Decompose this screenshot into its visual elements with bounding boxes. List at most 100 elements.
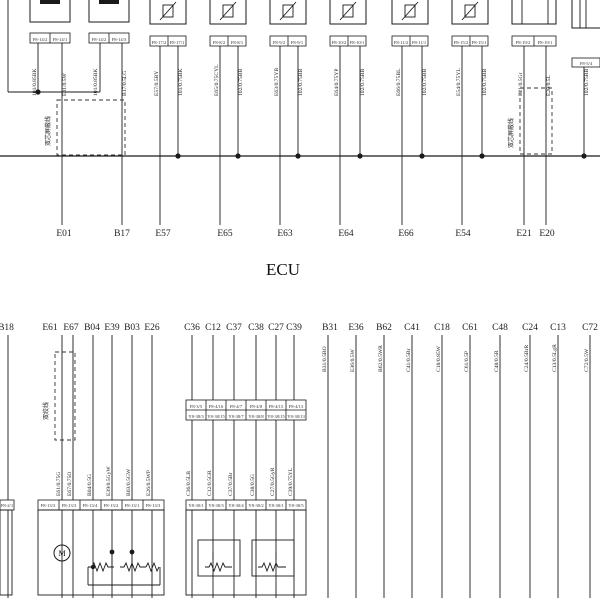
- bottom-shield-label: 双绞线: [42, 402, 50, 420]
- motor-symbol-label: M: [58, 549, 65, 558]
- relay-coil-1: [40, 0, 60, 4]
- top-wire-label: 102/0.75BB: [238, 69, 244, 96]
- bottom-pin-C41: C41: [404, 323, 420, 333]
- bottom-lower-conn-label: F8-13/4: [83, 503, 98, 508]
- bottom-wire-label: C36/0.5LB: [186, 471, 192, 496]
- top-wire-label: 102/0.75BB: [584, 69, 590, 96]
- top-conn-label: F8-8/2: [213, 40, 226, 45]
- sensor-box-6: [451, 0, 489, 25]
- bottom-upper-conn-label: Y8-38/3: [188, 414, 204, 419]
- bottom-upper-conn-label: Y8-38/7: [228, 414, 244, 419]
- bottom-lower-conn-label: F8-13/3: [62, 503, 77, 508]
- top-wire-label: E65/0.75CYL: [214, 64, 220, 96]
- bottom-pin-C13: C13: [550, 323, 566, 333]
- bottom-lower-conn-label: F8-13/3: [41, 503, 56, 508]
- top-conn-label: F8-17/1: [170, 40, 185, 45]
- top-conn-label: F8-15/2: [454, 40, 469, 45]
- bottom-pin-C39: C39: [286, 323, 302, 333]
- top-conn-label: F8-15/1: [472, 40, 487, 45]
- bottom-upper-conn-label: F8-3/5: [190, 404, 203, 409]
- sensor-box-7: [511, 0, 557, 25]
- top-conn-label: F8-11/1: [412, 40, 427, 45]
- top-pin-E65: E65: [217, 229, 233, 239]
- bottom-upper-conn-label: Y8-38/13: [287, 414, 305, 419]
- top-pin-E57: E57: [155, 229, 171, 239]
- sensor-box-3: [269, 0, 307, 25]
- bottom-lower-conn-label: Y8-30/5: [288, 503, 304, 508]
- top-conn-label: F8-9/1: [291, 40, 304, 45]
- bottom-wire-label: E61/0.75G: [56, 472, 62, 496]
- bottom-pin-B18: B18: [0, 323, 14, 333]
- bottom-pin-B04: B04: [84, 323, 100, 333]
- bottom-lower-conn-label: F8-13/3: [146, 503, 161, 508]
- top-wire-label: B17/0.5LG: [122, 71, 128, 96]
- bottom-pin-C36: C36: [184, 323, 200, 333]
- bottom-wire-label: C39/0.75YL: [288, 467, 294, 496]
- top-pin-E20: E20: [539, 229, 555, 239]
- top-wire-label: E57/0.5BY: [154, 71, 160, 96]
- top-conn-label: F8-5/4: [580, 61, 593, 66]
- bottom-pin-E26: E26: [144, 323, 160, 333]
- top-conn-label: F8-19/2: [516, 40, 531, 45]
- bottom-upper-connector: [185, 399, 307, 421]
- bottom-pin-E39: E39: [104, 323, 120, 333]
- top-wire-label: E64/0.75YP: [334, 68, 340, 96]
- bottom-pin-B31: B31: [322, 323, 338, 333]
- bottom-right-wire-label: B62/0.5WR: [378, 345, 384, 372]
- sensor-box-8: [571, 0, 600, 29]
- bottom-pin-B62: B62: [376, 323, 392, 333]
- bottom-wire-label: E67/0.75O: [67, 472, 73, 496]
- bottom-lower-conn-label: Y8-30/1: [268, 503, 284, 508]
- top-components: [29, 0, 600, 68]
- top-wire-label: 101/0.75BK: [178, 68, 184, 96]
- bottom-lower-conn-label: F8-13/1: [125, 503, 140, 508]
- bottom-wire-label: B04/0.5G: [87, 474, 93, 496]
- bottom-right-wire-label: B31/0.5BO: [322, 346, 328, 372]
- bottom-wires: [7, 335, 591, 598]
- bottom-upper-conn-label: Y8-38/15: [207, 414, 225, 419]
- bottom-junctions: [90, 549, 135, 570]
- top-pin-E64: E64: [338, 229, 354, 239]
- top-wire-label: E63/0.75YB: [274, 68, 280, 96]
- bottom-upper-conn-label: F8-4/8: [250, 404, 263, 409]
- bottom-upper-conn-label: F8-4/7: [230, 404, 243, 409]
- bottom-wire-label: E26/0.5WP: [146, 470, 152, 496]
- bottom-pin-C37: C37: [226, 323, 242, 333]
- top-conn-label: F8-14/2: [92, 37, 107, 42]
- bottom-pin-C38: C38: [248, 323, 264, 333]
- bottom-pin-E61: E61: [42, 323, 58, 333]
- bottom-wire-label: C38/0.5G: [250, 474, 256, 496]
- bottom-lower-conn-label: Y8-30/4: [228, 503, 244, 508]
- motor-icon: [53, 544, 71, 562]
- bottom-wire-label: C27/0.5GyR: [270, 467, 276, 496]
- top-conn-label: F8-10/1: [350, 40, 365, 45]
- top-pin-B17: B17: [114, 229, 130, 239]
- ecu-title: ECU: [266, 260, 300, 279]
- bottom-upper-conn-label: F8-4/15: [269, 404, 284, 409]
- relay-box-1: [29, 0, 71, 23]
- bottom-pin-E36: E36: [348, 323, 364, 333]
- bottom-lower-conn-label: F8-13/2: [104, 503, 119, 508]
- bottom-pin-C24: C24: [522, 323, 538, 333]
- bottom-lower-conn-label: Y8-30/2: [248, 503, 264, 508]
- bottom-right-wire-label: C72/0.5W: [584, 348, 590, 372]
- top-pin-E66: E66: [398, 229, 414, 239]
- top-shield-box-1: [56, 99, 126, 156]
- bottom-right-wire-label: E36/0.5W: [350, 348, 356, 372]
- top-conn-label: F8-19/1: [538, 40, 553, 45]
- bottom-upper-conn-label: F8-4/13: [289, 404, 304, 409]
- top-pin-E54: E54: [455, 229, 471, 239]
- bottom-lower-conn-label: Y8-30/3: [208, 503, 224, 508]
- bottom-shield-box: [54, 351, 76, 441]
- bottom-pin-C27: C27: [268, 323, 284, 333]
- left-edge-conn-label: F8-2/1: [1, 503, 14, 508]
- top-wire-label: E21/0.5Gr: [518, 72, 524, 96]
- top-conn-label: F8-17/2: [152, 40, 167, 45]
